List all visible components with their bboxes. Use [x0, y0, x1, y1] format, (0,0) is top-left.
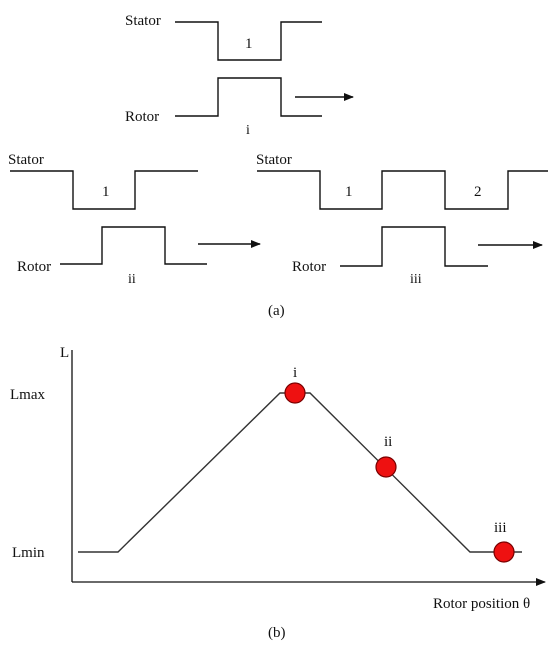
stator-waveform-ii — [10, 170, 198, 210]
slot-number-iii-1: 1 — [345, 184, 353, 200]
rotor-label-i: Rotor — [125, 109, 159, 125]
marker-label-i: i — [293, 365, 297, 381]
config-ii: Stator 1 Rotor ii — [8, 152, 261, 287]
x-axis-label: Rotor position θ — [433, 596, 530, 612]
stator-waveform-i — [175, 21, 322, 61]
panel-a: Stator 1 Rotor i Stator 1 Rotor ii Stato… — [8, 13, 548, 319]
rotor-label-ii: Rotor — [17, 259, 51, 275]
rotor-waveform-i — [175, 77, 322, 117]
inductance-profile-line — [78, 392, 522, 553]
config-i: Stator 1 Rotor i — [125, 13, 354, 138]
caption-a: (a) — [268, 303, 285, 319]
stator-label-ii: Stator — [8, 152, 44, 168]
lmax-label: Lmax — [10, 387, 45, 403]
rotor-waveform-iii — [340, 226, 488, 267]
roman-label-iii: iii — [410, 272, 422, 287]
stator-label-iii: Stator — [256, 152, 292, 168]
panel-b: L Lmax Lmin Rotor position θ i ii iii (b… — [10, 345, 546, 641]
marker-point-ii — [375, 456, 397, 478]
marker-point-iii — [493, 541, 515, 563]
rotor-label-iii: Rotor — [292, 259, 326, 275]
roman-label-i: i — [246, 123, 250, 138]
slot-number-iii-2: 2 — [474, 184, 482, 200]
roman-label-ii: ii — [128, 272, 136, 287]
lmin-label: Lmin — [12, 545, 45, 561]
rotor-waveform-ii — [60, 226, 207, 265]
config-iii: Stator 1 2 Rotor iii — [256, 152, 548, 287]
slot-number-ii: 1 — [102, 184, 110, 200]
caption-b: (b) — [268, 625, 286, 641]
stator-waveform-iii — [257, 170, 548, 210]
marker-label-ii: ii — [384, 434, 392, 450]
slot-number-i: 1 — [245, 36, 253, 52]
y-axis-label: L — [60, 345, 69, 361]
marker-point-i — [284, 382, 306, 404]
stator-label-i: Stator — [125, 13, 161, 29]
marker-label-iii: iii — [494, 520, 507, 536]
